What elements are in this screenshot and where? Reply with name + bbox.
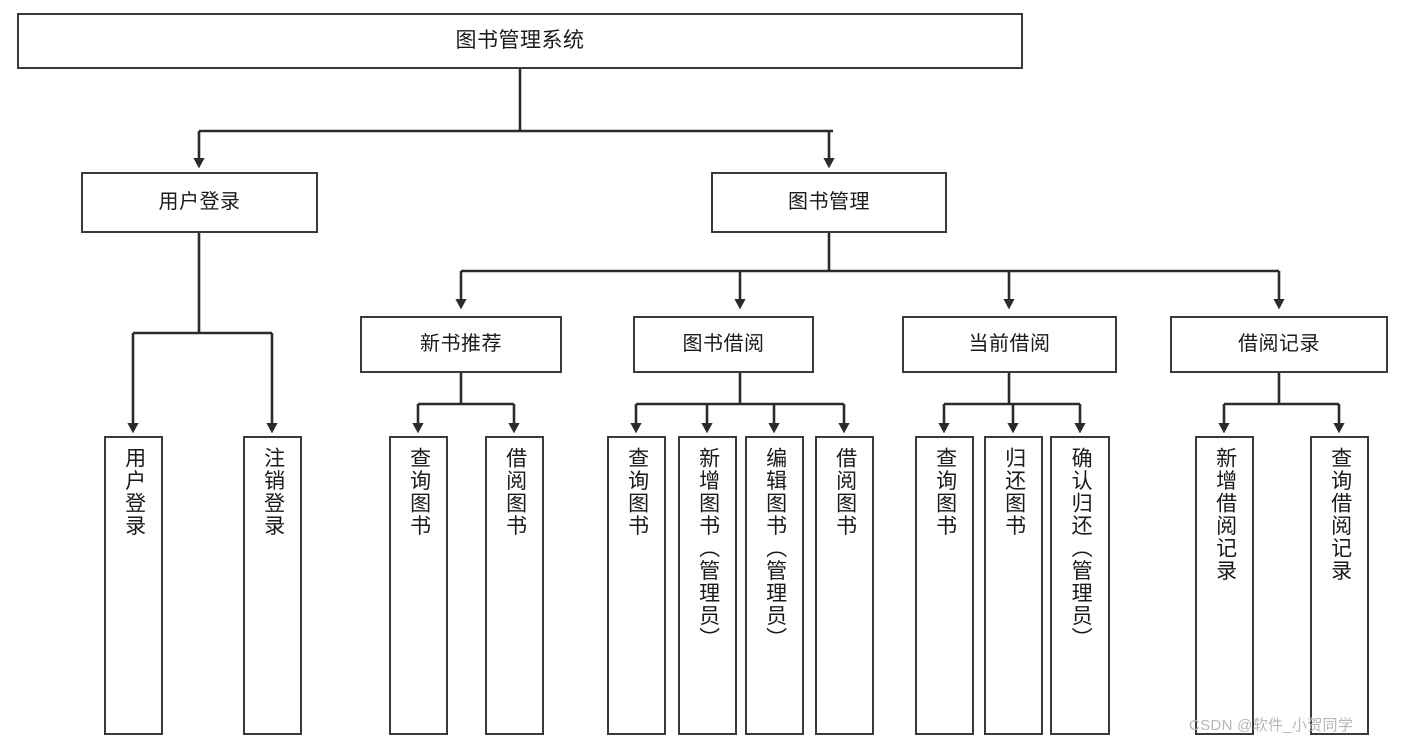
node-label: 图书借阅: [682, 333, 765, 356]
node-label: 新增借阅记录: [1213, 447, 1237, 582]
leaf-user-login[interactable]: 用户登录: [104, 436, 163, 735]
node-label: 注销登录: [261, 447, 285, 537]
node-new-book-recommend[interactable]: 新书推荐: [360, 316, 562, 373]
node-label: 当前借阅: [968, 333, 1051, 356]
node-current-borrow[interactable]: 当前借阅: [902, 316, 1117, 373]
leaf-logout[interactable]: 注销登录: [243, 436, 302, 735]
node-label: 归还图书: [1002, 447, 1026, 537]
leaf-confirm-return[interactable]: 确认归还（管理员）: [1050, 436, 1110, 735]
node-label: 借阅图书: [503, 447, 527, 537]
node-borrow-record[interactable]: 借阅记录: [1170, 316, 1388, 373]
leaf-query-book-recommend[interactable]: 查询图书: [389, 436, 448, 735]
node-book-manage[interactable]: 图书管理: [711, 172, 947, 233]
leaf-edit-book[interactable]: 编辑图书（管理员）: [745, 436, 804, 735]
csdn-watermark: CSDN @软件_小贺同学: [1189, 717, 1354, 734]
node-label: 借阅记录: [1238, 333, 1320, 356]
node-label: 用户登录: [122, 447, 146, 537]
leaf-add-borrow-record[interactable]: 新增借阅记录: [1195, 436, 1254, 735]
node-label: 查询图书: [625, 447, 649, 537]
leaf-query-book-current[interactable]: 查询图书: [915, 436, 974, 735]
node-label: 确认归还（管理员）: [1069, 447, 1093, 650]
leaf-return-book[interactable]: 归还图书: [984, 436, 1043, 735]
node-label: 图书管理系统: [455, 29, 585, 53]
node-user-login[interactable]: 用户登录: [81, 172, 318, 233]
leaf-borrow-book[interactable]: 借阅图书: [815, 436, 874, 735]
node-label: 查询借阅记录: [1328, 447, 1352, 582]
node-root-system[interactable]: 图书管理系统: [17, 13, 1023, 69]
leaf-query-borrow-record[interactable]: 查询借阅记录: [1310, 436, 1369, 735]
node-book-borrow[interactable]: 图书借阅: [633, 316, 814, 373]
leaf-query-book-borrow[interactable]: 查询图书: [607, 436, 666, 735]
node-label: 借阅图书: [833, 447, 857, 537]
node-label: 查询图书: [407, 447, 431, 537]
node-label: 用户登录: [158, 191, 241, 214]
leaf-borrow-book-recommend[interactable]: 借阅图书: [485, 436, 544, 735]
node-label: 新书推荐: [420, 333, 502, 356]
node-label: 图书管理: [788, 191, 870, 214]
node-label: 查询图书: [933, 447, 957, 537]
node-label: 新增图书（管理员）: [696, 447, 720, 650]
node-label: 编辑图书（管理员）: [763, 447, 787, 650]
leaf-add-book[interactable]: 新增图书（管理员）: [678, 436, 737, 735]
